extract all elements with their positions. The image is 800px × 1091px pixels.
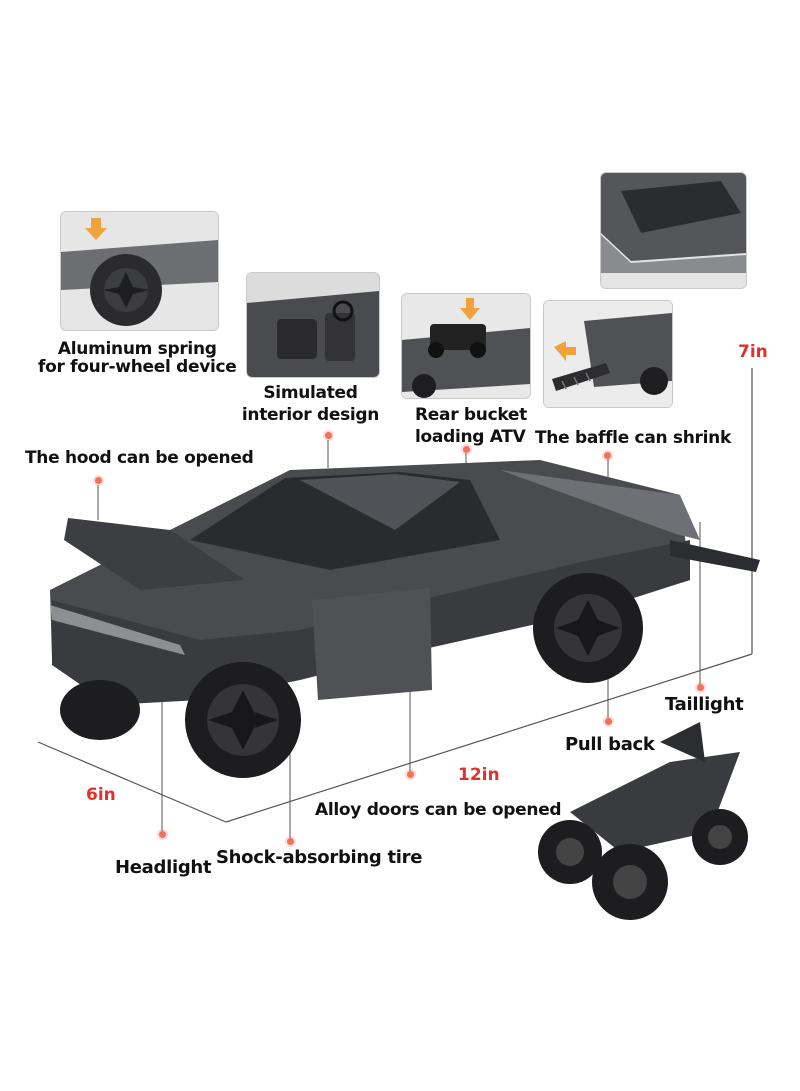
baffle-label: The baffle can shrink xyxy=(535,428,731,448)
atv-model xyxy=(538,722,748,920)
wheel-photo xyxy=(61,212,218,330)
length-dimension: 12in xyxy=(458,765,500,785)
tire-label: Shock-absorbing tire xyxy=(216,847,423,868)
baffle-pointer xyxy=(604,452,611,459)
tire-pointer xyxy=(287,838,294,845)
headlight-label: Headlight xyxy=(115,857,212,878)
headlight-pointer xyxy=(159,831,166,838)
roof-photo xyxy=(601,173,746,288)
doors-label: Alloy doors can be opened xyxy=(315,800,562,820)
height-dimension: 7in xyxy=(738,342,768,362)
taillight-label: Taillight xyxy=(665,694,744,715)
hood-label: The hood can be opened xyxy=(25,448,254,468)
ramp-photo xyxy=(544,301,672,407)
bucket-label: Rear bucket loading ATV xyxy=(415,405,527,447)
inset-spring-wheel xyxy=(60,211,219,331)
inset-roof xyxy=(600,172,747,289)
inset-rear-bucket xyxy=(401,293,531,399)
interior-label: Simulated interior design xyxy=(241,383,380,425)
inset-interior xyxy=(246,272,380,378)
interior-pointer xyxy=(325,432,332,439)
width-dimension: 6in xyxy=(86,785,116,805)
interior-photo xyxy=(247,273,379,377)
pullback-pointer xyxy=(605,718,612,725)
doors-pointer xyxy=(407,771,414,778)
bucket-photo xyxy=(402,294,530,398)
inset-ramp xyxy=(543,300,673,408)
spring-label: Aluminum spring for four-wheel device xyxy=(38,339,237,377)
bucket-pointer xyxy=(463,446,470,453)
pullback-label: Pull back xyxy=(565,734,655,755)
hood-pointer xyxy=(95,477,102,484)
taillight-pointer xyxy=(697,684,704,691)
